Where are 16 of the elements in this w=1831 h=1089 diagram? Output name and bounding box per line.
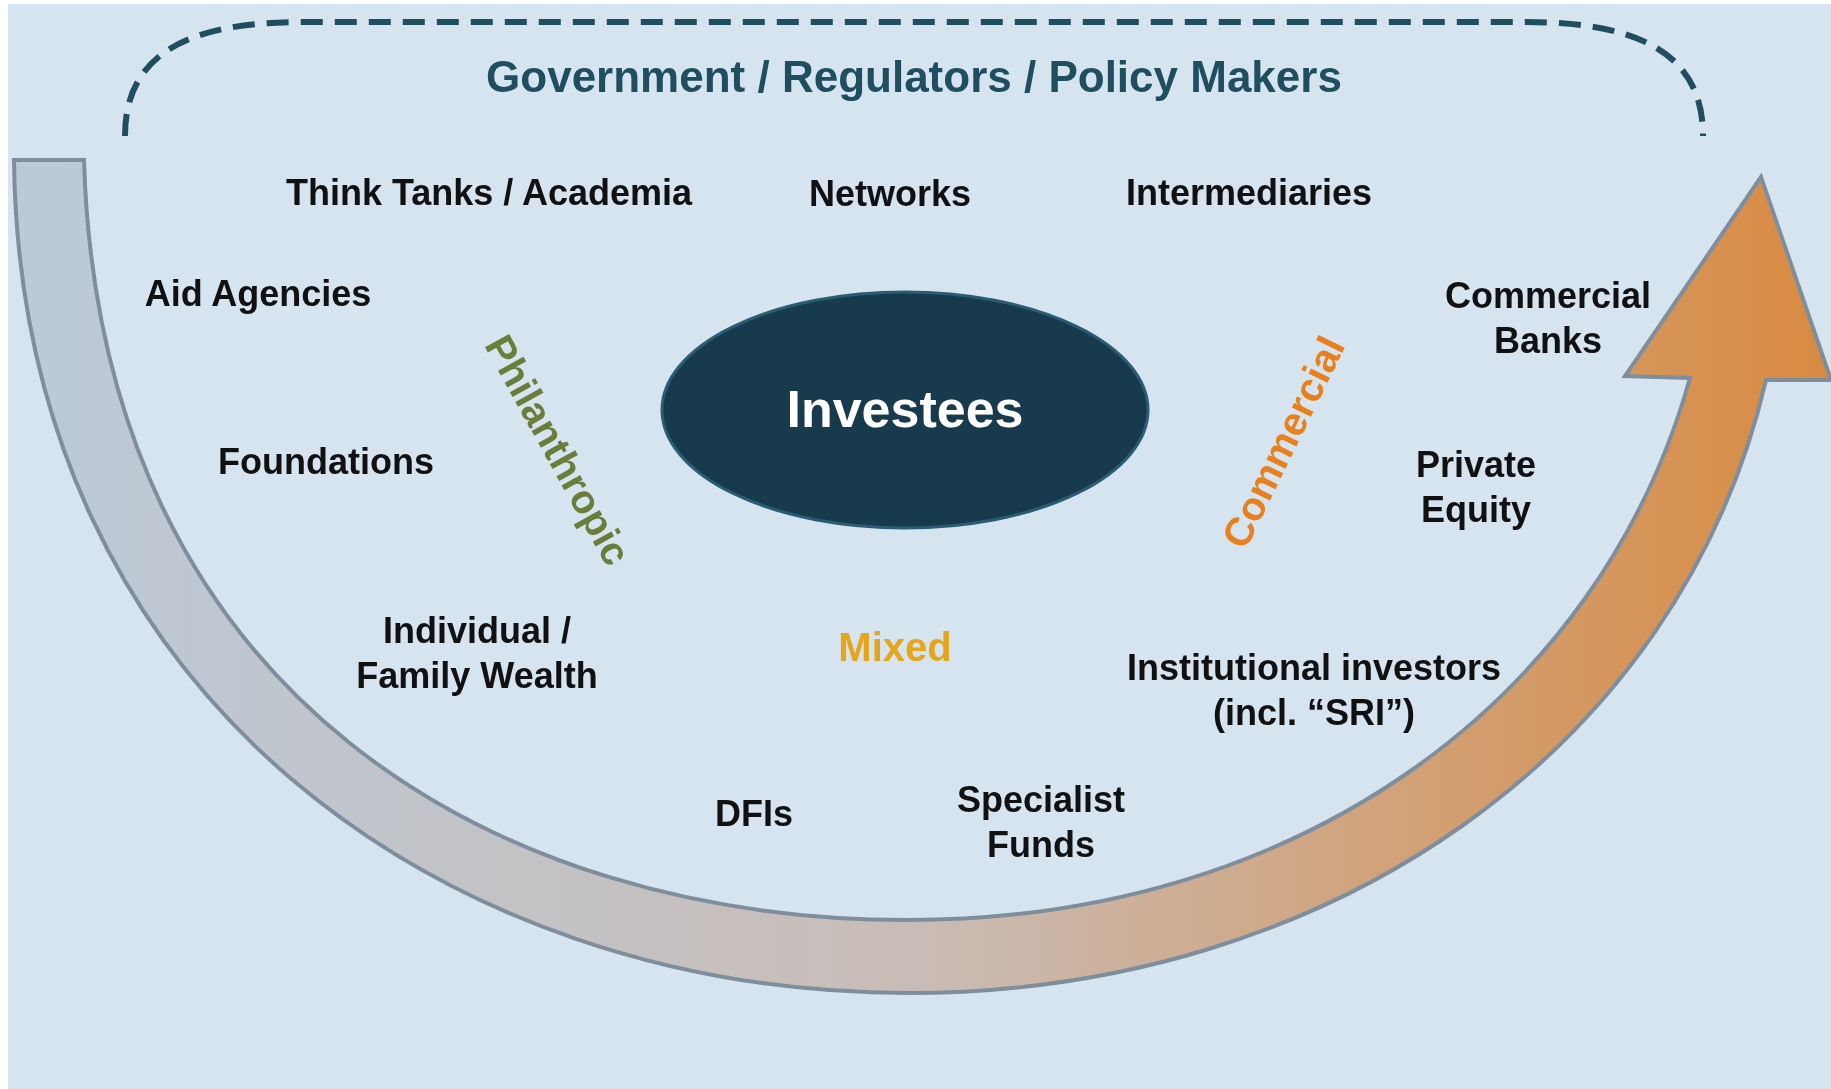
category-label: Mixed xyxy=(838,624,952,671)
investor-label: Individual / Family Wealth xyxy=(355,609,599,698)
dashed-arc xyxy=(122,18,1706,136)
node-title: Investees xyxy=(785,378,1025,439)
investor-label: Foundations xyxy=(218,439,434,484)
investor-label: Specialist Funds xyxy=(955,778,1127,867)
node-title: Government / Regulators / Policy Makers xyxy=(485,51,1343,102)
ellipse-node xyxy=(660,290,1150,530)
investor-label: Private Equity xyxy=(1414,443,1538,532)
investor-label: Intermediaries xyxy=(1125,170,1373,215)
investor-label: DFIs xyxy=(715,791,793,836)
investor-label: Aid Agencies xyxy=(144,271,372,316)
investor-label: Institutional investors (incl. “SRI”) xyxy=(1125,646,1502,735)
investor-label: Commercial Banks xyxy=(1443,274,1653,363)
investor-label: Networks xyxy=(808,171,972,216)
investor-label: Think Tanks / Academia xyxy=(285,170,693,215)
